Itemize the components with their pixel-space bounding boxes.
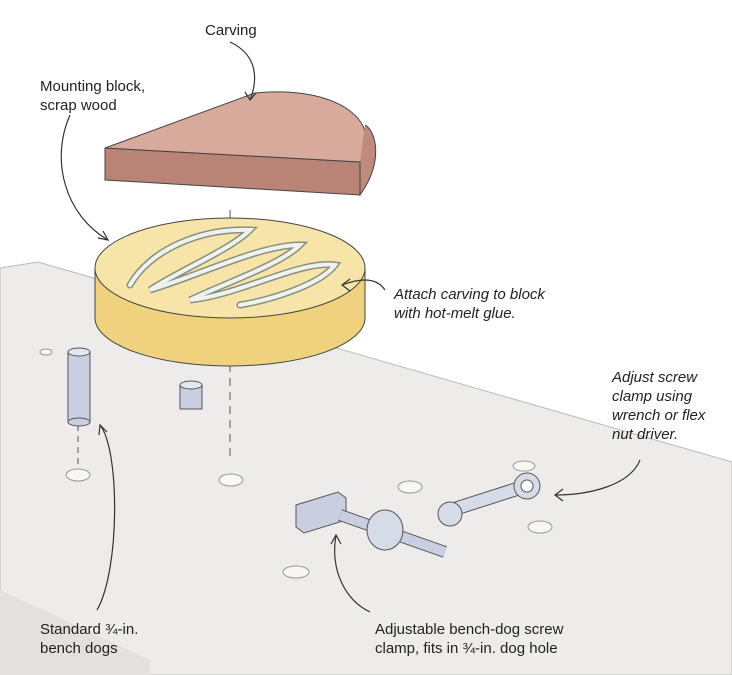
bench-dog-tall — [67, 347, 91, 427]
label-attach: Attach carving to block with hot-melt gl… — [394, 286, 545, 322]
leader-arrows — [60, 41, 641, 613]
mounting-block — [94, 217, 366, 367]
bench-top — [0, 261, 732, 675]
label-screw-clamp: Adjustable bench-dog screw clamp, fits i… — [375, 621, 564, 657]
carving — [104, 91, 377, 197]
dog-holes — [39, 348, 553, 579]
wrench — [437, 472, 541, 527]
label-bench-dogs: Standard ¾-in. bench dogs — [40, 621, 139, 657]
label-adjust: Adjust screw clamp using wrench or flex … — [612, 369, 706, 443]
bench-front-edge — [0, 590, 150, 675]
label-mounting-block: Mounting block, scrap wood — [40, 78, 146, 114]
screw-clamp — [295, 491, 447, 558]
bench-dog-short — [179, 380, 203, 410]
label-carving: Carving — [205, 22, 257, 39]
